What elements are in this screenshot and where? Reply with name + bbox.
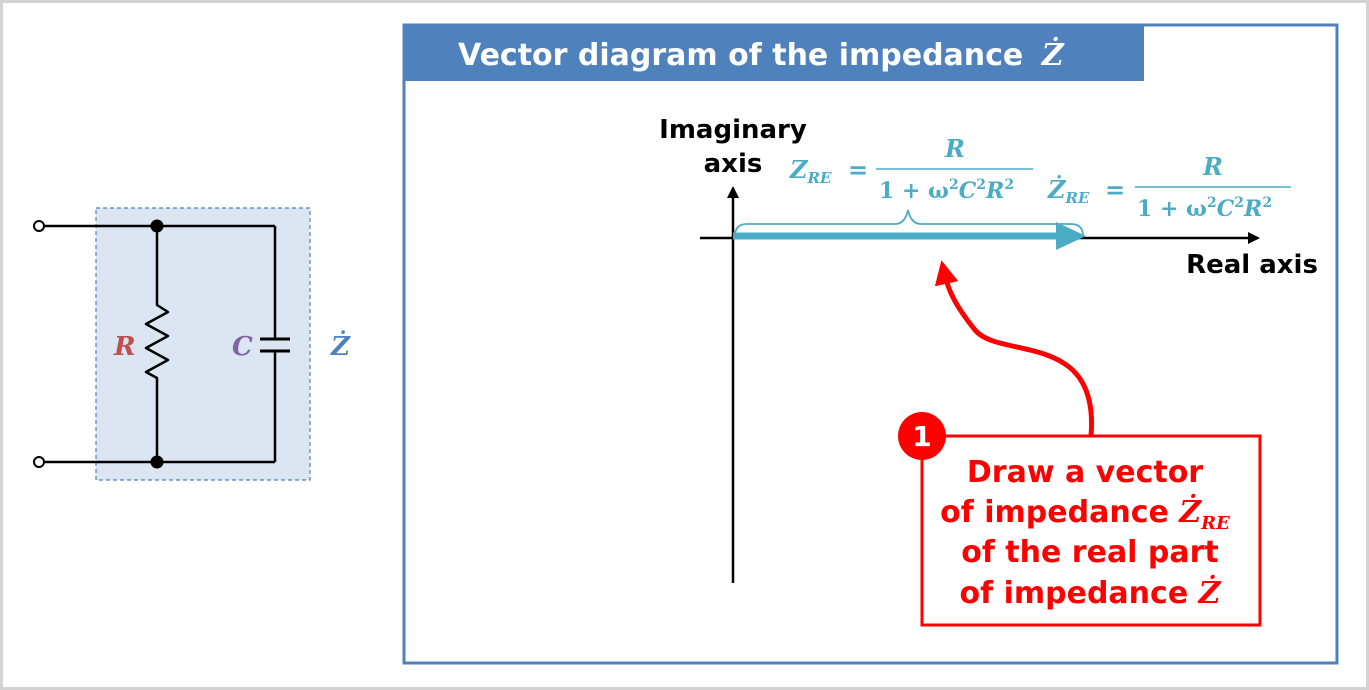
vector-panel: Vector diagram of the impedance Ż Imagin… <box>402 23 1339 665</box>
formula-right: ŻRE = R 1 + ω2C2R2 <box>1047 152 1291 222</box>
resistor-label: R <box>113 332 136 362</box>
callout-line3: of the real part <box>961 535 1219 570</box>
panel-title: Vector diagram of the impedance Ż <box>458 36 1065 73</box>
circuit: R C Ż <box>33 207 351 481</box>
capacitor-label: C <box>232 332 253 362</box>
step-number: 1 <box>912 420 931 453</box>
real-axis-label: Real axis <box>1186 250 1318 280</box>
formula-left: ZRE = R 1 + ω2C2R2 <box>789 134 1033 204</box>
formula-left-numerator: R <box>944 134 965 163</box>
bottom-terminal <box>33 456 45 468</box>
callout-box <box>920 434 1262 627</box>
formula-right-denominator: 1 + ω2C2R2 <box>1137 195 1272 222</box>
vector-brace <box>734 209 1084 237</box>
impedance-label: Ż <box>330 330 351 362</box>
callout-line2: of impedance ŻRE <box>940 493 1230 534</box>
callout-arrow <box>934 260 1094 437</box>
imaginary-axis-label-line2: axis <box>704 149 763 179</box>
imaginary-axis-label-line1: Imaginary <box>659 115 807 145</box>
formula-right-equals: = <box>1105 175 1125 204</box>
formula-right-lhs: ŻRE <box>1047 175 1090 207</box>
formula-left-equals: = <box>848 155 868 184</box>
formula-right-numerator: R <box>1202 152 1223 181</box>
resistor <box>144 226 170 462</box>
formula-left-lhs: ZRE <box>789 155 832 187</box>
formula-left-denominator: 1 + ω2C2R2 <box>879 177 1014 204</box>
panel-title-bar <box>404 25 1144 81</box>
top-terminal <box>33 220 45 232</box>
callout-line4: of impedance Ż <box>959 574 1221 611</box>
impedance-vector-head <box>1056 222 1086 250</box>
callout-line1: Draw a vector <box>967 455 1203 490</box>
step-badge <box>898 412 946 460</box>
